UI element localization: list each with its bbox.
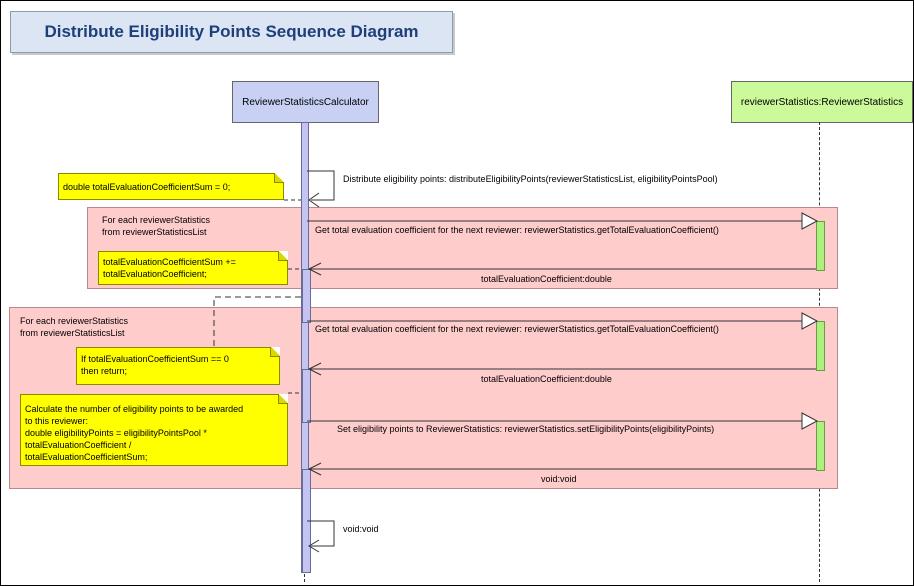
note-zero-check: If totalEvaluationCoefficientSum == 0 th… xyxy=(76,347,280,385)
note-init-sum: double totalEvaluationCoefficientSum = 0… xyxy=(58,173,284,200)
self-call-distribute-line xyxy=(307,170,335,201)
activation-calculator-loop2a xyxy=(302,369,311,423)
note-accumulate: totalEvaluationCoefficientSum += totalEv… xyxy=(98,251,288,285)
return-coeff-2-arrowhead xyxy=(307,362,322,376)
activation-statistics-2 xyxy=(816,321,825,371)
msg-return-void: void:void xyxy=(541,474,577,484)
activation-calculator-loop1 xyxy=(302,269,311,323)
self-return-line xyxy=(307,520,335,547)
msg-get-coeff-2: Get total evaluation coefficient for the… xyxy=(315,324,719,334)
get-coeff-1-arrowhead xyxy=(801,212,819,230)
msg-set-points: Set eligibility points to ReviewerStatis… xyxy=(337,424,715,434)
lifeline-reviewer-statistics[interactable]: reviewerStatistics:ReviewerStatistics xyxy=(731,81,913,123)
activation-statistics-3 xyxy=(816,421,825,471)
activation-statistics-1 xyxy=(816,221,825,271)
diagram-title: Distribute Eligibility Points Sequence D… xyxy=(10,11,453,53)
get-coeff-2-arrowhead xyxy=(801,312,819,330)
note-calculate: Calculate the number of eligibility poin… xyxy=(20,394,288,466)
self-return-arrowhead xyxy=(308,539,320,553)
self-call-distribute-arrowhead xyxy=(308,192,320,208)
msg-return-coeff-1: totalEvaluationCoefficient:double xyxy=(481,274,612,284)
loop-frame-2-label: For each reviewerStatistics from reviewe… xyxy=(20,316,129,338)
msg-return-coeff-2: totalEvaluationCoefficient:double xyxy=(481,374,612,384)
note-zero-check-connector xyxy=(213,296,301,347)
return-void-arrowhead xyxy=(307,462,322,476)
msg-distribute: Distribute eligibility points: distribut… xyxy=(343,174,718,184)
msg-self-return: void:void xyxy=(343,524,379,534)
msg-get-coeff-1: Get total evaluation coefficient for the… xyxy=(315,225,719,235)
set-points-arrowhead xyxy=(801,412,819,430)
return-coeff-1-arrowhead xyxy=(307,262,322,276)
loop-frame-1-label: For each reviewerStatistics from reviewe… xyxy=(102,215,211,237)
